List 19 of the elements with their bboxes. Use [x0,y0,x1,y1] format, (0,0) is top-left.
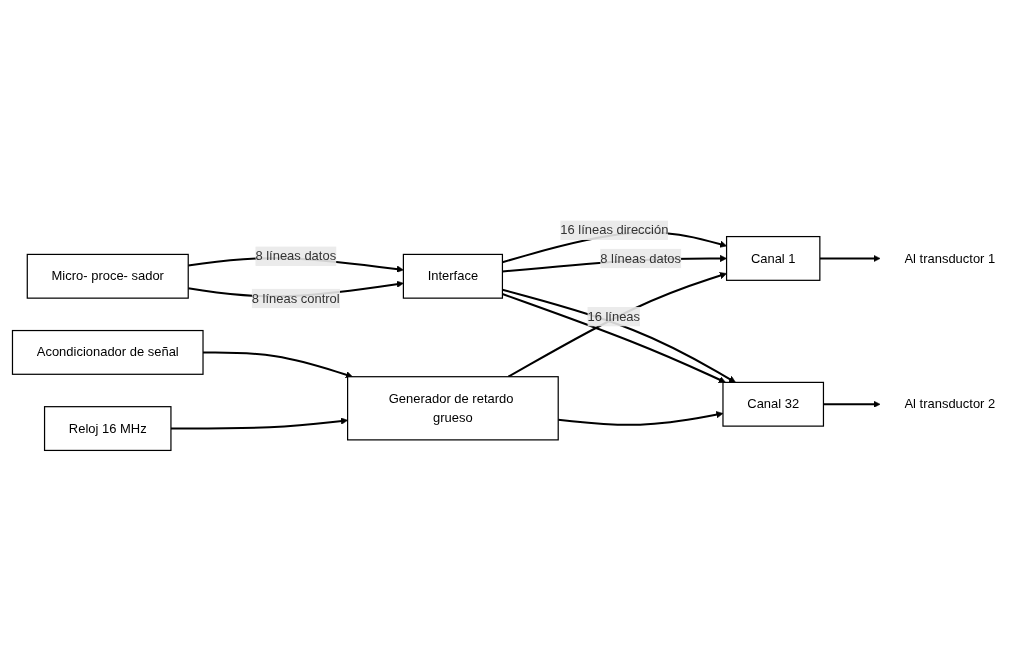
arrow [823,400,881,408]
node-box: Reloj 16 MHz [43,406,172,452]
edge-label: 16 líneas [587,309,641,324]
edge-label: 8 líneas control [251,291,340,305]
node-box: Canal 32 [722,381,825,427]
node-box: Interface [402,253,504,299]
arrow [819,254,881,262]
node-box: Acondicionador de señal [11,329,204,375]
edge-label: 8 líneas datos [600,251,681,265]
node-box: Generador de retardo grueso [347,376,559,441]
edge-label: 16 líneas dirección [560,223,669,237]
arrow [203,351,353,379]
node-box: Micro- proce- sador [26,253,189,299]
node-text: Al transductor 1 [904,251,996,265]
node-box: Canal 1 [725,236,821,281]
arrow [170,417,348,430]
node-text: Al transductor 2 [904,396,996,411]
arrow [507,272,727,378]
edge-label: 8 líneas datos [255,248,337,263]
